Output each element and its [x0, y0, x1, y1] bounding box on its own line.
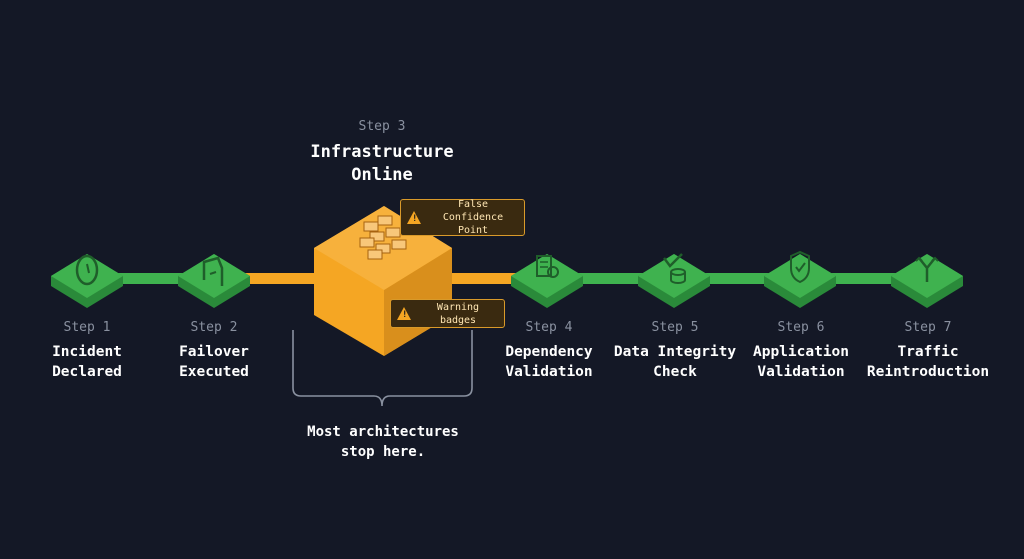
step-5-title: Data Integrity Check [614, 342, 736, 382]
step-1-title-line-2: Declared [52, 364, 122, 380]
step-node-2 [178, 254, 250, 308]
shield-check-icon [790, 250, 810, 284]
step-6-title-line-2: Validation [757, 364, 845, 380]
connector-lines [110, 273, 910, 284]
false-confidence-badge: False Confidence Point [400, 199, 525, 236]
traffic-split-icon [915, 256, 939, 282]
step-7-number: Step 7 [904, 320, 952, 335]
step-node-4 [511, 254, 583, 308]
step-3-title-line-1: Infrastructure [310, 142, 454, 162]
warning-badge-text: Warning badges [436, 301, 480, 326]
step-2-title-line-1: Failover [179, 344, 249, 360]
step-5-title-line-1: Data Integrity [613, 344, 737, 360]
connector-4-5 [565, 273, 655, 284]
connector-5-6 [695, 273, 785, 284]
step-node-6 [764, 250, 836, 308]
bracket [292, 330, 473, 407]
brace-note: Most architectures stop here. [307, 422, 459, 462]
brace-note-line-2: stop here. [340, 444, 426, 460]
step-4-title: Dependency Validation [505, 342, 592, 382]
step-node-7 [891, 254, 963, 308]
brace-note-line-1: Most architectures [307, 424, 459, 440]
connector-2-3 [238, 273, 328, 284]
step-1-title-line-1: Incident [52, 344, 122, 360]
step-5-title-line-2: Check [653, 364, 697, 380]
step-2-number: Step 2 [190, 320, 238, 335]
step-1-number: Step 1 [63, 320, 111, 335]
warning-badge: Warning badges [390, 299, 505, 328]
checklist-icon [536, 255, 559, 278]
step-6-number: Step 6 [777, 320, 825, 335]
step-7-title-line-1: Traffic [897, 344, 959, 360]
step-node-1 [51, 254, 123, 308]
database-check-icon [663, 253, 686, 284]
step-4-title-line-1: Dependency [505, 344, 593, 360]
step-3-title: Infrastructure Online [310, 141, 453, 187]
server-stack-icon [359, 215, 407, 260]
step-2-title-line-2: Executed [179, 364, 249, 380]
connector-6-7 [820, 273, 910, 284]
step-2-title: Failover Executed [179, 342, 249, 382]
step-3-title-line-2: Online [351, 165, 413, 185]
step-1-title: Incident Declared [52, 342, 122, 382]
clock-icon [75, 254, 99, 286]
step-6-title-line-1: Application [752, 344, 850, 360]
reroute-icon [202, 256, 224, 286]
step-6-title: Application Validation [753, 342, 849, 382]
connector-1-2 [110, 273, 190, 284]
step-5-number: Step 5 [651, 320, 699, 335]
step-3-number: Step 3 [358, 119, 406, 134]
connector-3-4 [440, 273, 525, 284]
step-4-number: Step 4 [525, 320, 573, 335]
warning-icon [397, 307, 411, 322]
false-confidence-text: False Confidence Point [442, 199, 504, 236]
warning-icon [407, 211, 421, 226]
step-7-title: Traffic Reintroduction [867, 342, 989, 382]
step-node-5 [638, 253, 710, 308]
step-7-title-line-2: Reintroduction [866, 364, 990, 380]
step-4-title-line-2: Validation [505, 364, 593, 380]
